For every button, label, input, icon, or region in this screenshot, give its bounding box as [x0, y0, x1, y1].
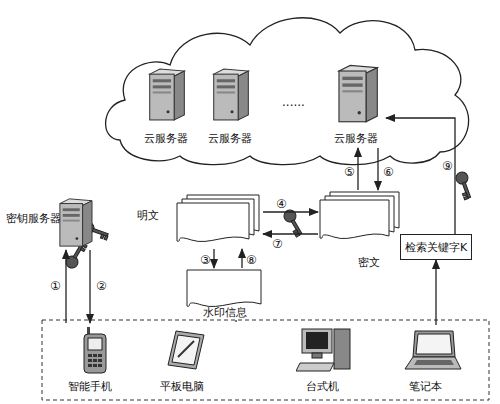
icon-node: 云服务器 — [328, 62, 386, 148]
icon-node: 平板电脑 — [152, 323, 216, 397]
server-icon — [334, 62, 380, 124]
process-box: 检索关键字K — [400, 234, 472, 260]
icon-node: 智能手机 — [62, 323, 120, 397]
icon-node: 笔记本 — [395, 325, 471, 397]
node-label: 云服务器 — [334, 132, 378, 145]
arrow-connector — [263, 211, 318, 212]
icon-wrap — [334, 62, 380, 127]
icon-wrap — [80, 325, 110, 378]
icon-node: 台式机 — [290, 321, 362, 397]
icon-node: 云服务器 — [202, 66, 258, 148]
arrow-connector — [386, 118, 455, 234]
node-label: 平板电脑 — [160, 380, 204, 393]
key-icon — [454, 170, 475, 200]
arrow-connector — [263, 233, 318, 234]
callout-number: ⑦ — [272, 238, 283, 251]
node-label: 云服务器 — [208, 132, 252, 145]
arrow-connector — [377, 148, 378, 190]
server-icon — [209, 66, 251, 122]
arrow-connector — [241, 249, 242, 268]
watermark-to-devices-line — [235, 320, 236, 322]
phone-icon — [80, 325, 110, 375]
node-label: 密钥服务器 — [6, 212, 61, 225]
callout-number: ⑥ — [383, 166, 394, 179]
icon-wrap — [164, 327, 208, 376]
node-label: 密文 — [358, 256, 380, 269]
callout-number: ② — [96, 280, 107, 293]
icon-wrap — [145, 66, 187, 125]
icon-wrap — [56, 196, 94, 251]
device-group-dashed-box — [42, 320, 489, 400]
callout-number: ③ — [200, 254, 211, 267]
arrow-connector — [435, 260, 436, 325]
node-label: 明文 — [137, 209, 159, 222]
callout-number: ⑧ — [246, 254, 257, 267]
icon-node: 水印信息 — [185, 268, 265, 320]
icon-node: 密文 — [318, 190, 403, 246]
node-label: 云服务器 — [144, 132, 188, 145]
document-icon — [318, 190, 403, 246]
icon-node: 明文 — [175, 193, 263, 249]
desktop-icon — [296, 325, 356, 375]
icon-node: 云服务器 — [138, 66, 194, 148]
arrow-connector — [213, 249, 214, 268]
cloud-outline — [106, 18, 469, 165]
document-icon — [175, 193, 263, 249]
arrow-connector — [89, 250, 90, 323]
callout-number: ⑨ — [442, 160, 453, 173]
node-label: 智能手机 — [68, 380, 112, 393]
arrow-connector — [65, 250, 66, 323]
callout-number: ① — [50, 280, 61, 293]
node-label: 水印信息 — [203, 306, 247, 319]
icon-node: 密钥服务器 — [6, 196, 100, 250]
laptop-icon — [403, 329, 463, 375]
icon-wrap — [318, 190, 403, 249]
icon-wrap — [296, 325, 356, 378]
node-label: 笔记本 — [409, 380, 442, 393]
icon-wrap — [209, 66, 251, 125]
callout-number: ④ — [276, 198, 287, 211]
node-label: 检索关键字K — [405, 241, 467, 254]
arrow-connector — [357, 148, 358, 190]
server-icon — [56, 196, 94, 248]
node-label: 台式机 — [306, 380, 339, 393]
icon-wrap — [175, 193, 263, 252]
server-icon — [145, 66, 187, 122]
ellipsis-label: ...... — [282, 96, 305, 109]
callout-number: ⑤ — [344, 166, 355, 179]
icon-wrap — [403, 329, 463, 378]
tablet-icon — [164, 327, 208, 373]
